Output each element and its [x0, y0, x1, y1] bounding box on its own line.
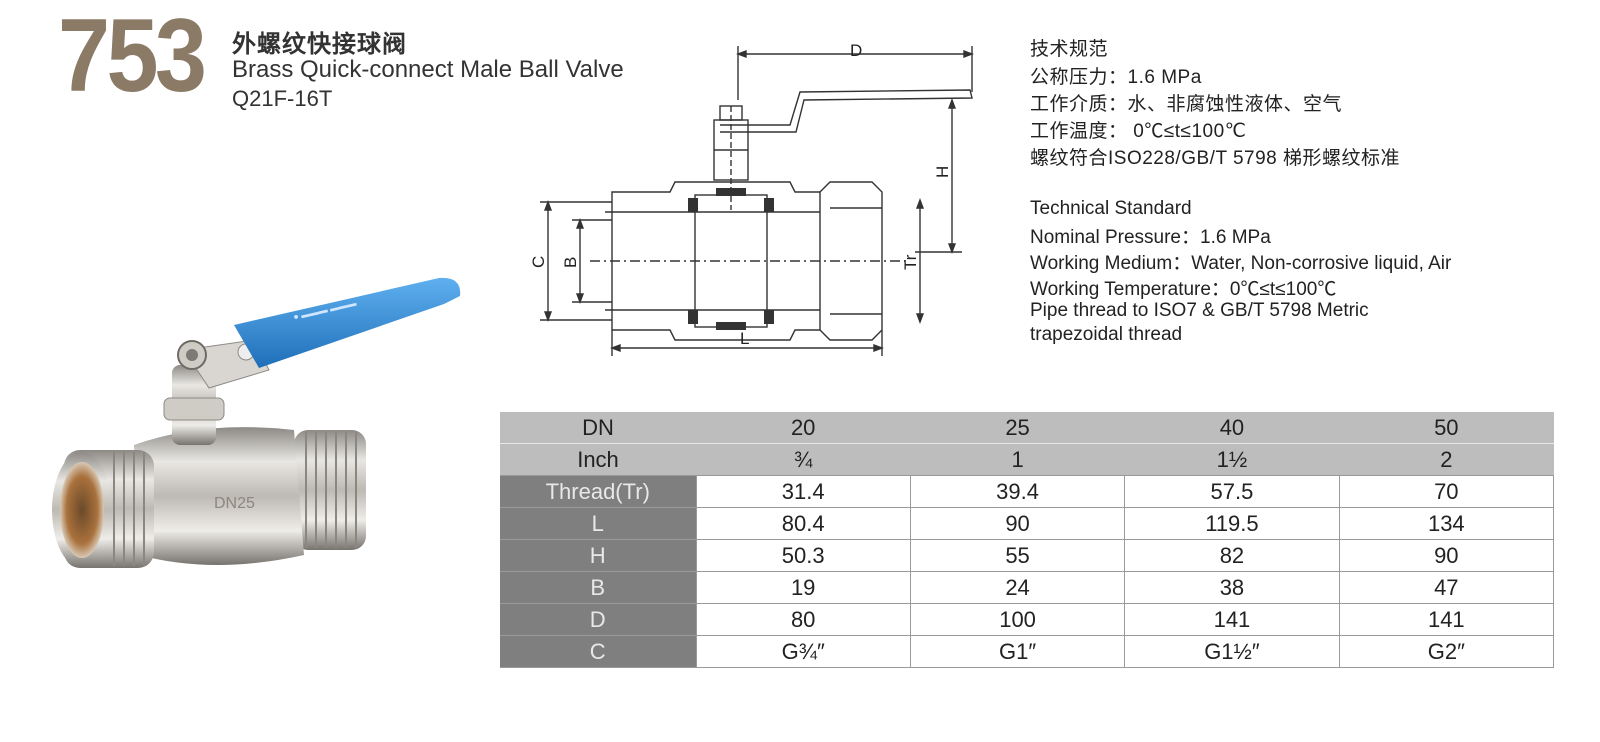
table-cell: 70	[1338, 475, 1555, 508]
table-row: Thread(Tr) 31.4 39.4 57.5 70	[500, 475, 1555, 508]
table-cell: G1½″	[1124, 635, 1340, 668]
table-cell: 39.4	[909, 475, 1125, 508]
thread-end-right	[294, 430, 366, 550]
model-number: 753	[58, 0, 207, 114]
table-cell: 141	[1124, 603, 1340, 636]
row-label: D	[500, 603, 696, 636]
row-label: H	[500, 539, 696, 572]
table-cell: 2	[1339, 443, 1554, 476]
table-cell: 1	[910, 443, 1125, 476]
table-cell: 57.5	[1124, 475, 1340, 508]
table-cell: G1″	[909, 635, 1125, 668]
table-cell: 50	[1339, 412, 1554, 444]
table-cell: 20	[696, 412, 911, 444]
table-cell: 47	[1338, 571, 1555, 604]
table-cell: 90	[1338, 539, 1555, 572]
table-cell: 19	[695, 571, 911, 604]
table-row: H 50.3 55 82 90	[500, 539, 1555, 572]
product-title-en: Brass Quick-connect Male Ball Valve	[232, 56, 624, 83]
table-row: B 19 24 38 47	[500, 571, 1555, 604]
table-cell: 31.4	[695, 475, 911, 508]
row-label: L	[500, 507, 696, 540]
spec-en-line: trapezoidal thread	[1030, 324, 1183, 345]
dim-label-c: C	[529, 256, 548, 268]
specs-en-heading: Technical Standard	[1030, 198, 1192, 219]
dim-label-l: L	[740, 329, 749, 348]
technical-drawing: D H C B Tr L	[529, 41, 974, 356]
spec-en-line: Working Medium：Water, Non-corrosive liqu…	[1030, 253, 1452, 274]
table-row: C G¾″ G1″ G1½″ G2″	[500, 635, 1555, 668]
table-cell: 90	[909, 507, 1125, 540]
table-cell: 50.3	[695, 539, 911, 572]
table-cell: 141	[1338, 603, 1555, 636]
spec-cn-line: 螺纹符合ISO228/GB/T 5798 梯形螺纹标准	[1030, 148, 1401, 169]
row-label: DN	[500, 412, 696, 444]
table-cell: ¾	[696, 443, 911, 476]
row-label: Thread(Tr)	[500, 475, 696, 508]
spec-en-line: Nominal Pressure：1.6 MPa	[1030, 227, 1271, 248]
table-row: L 80.4 90 119.5 134	[500, 507, 1555, 540]
dimension-table: DN 20 25 40 50 Inch ¾ 1 1½ 2 Thread(Tr) …	[500, 412, 1555, 668]
row-label: B	[500, 571, 696, 604]
table-cell: 134	[1338, 507, 1555, 540]
table-cell: G2″	[1338, 635, 1555, 668]
table-cell: 119.5	[1124, 507, 1340, 540]
spec-cn-line: 工作介质：水、非腐蚀性液体、空气	[1030, 94, 1343, 115]
table-cell: 80	[695, 603, 911, 636]
table-header-row: DN 20 25 40 50	[500, 412, 1554, 444]
table-cell: 100	[909, 603, 1125, 636]
spec-en-line: Working Temperature：0℃≤t≤100℃	[1030, 279, 1337, 300]
table-cell: 40	[1124, 412, 1340, 444]
spec-cn-line: 公称压力：1.6 MPa	[1030, 67, 1202, 88]
dim-label-b: B	[561, 257, 580, 268]
dim-label-tr: Tr	[901, 254, 920, 270]
specs-cn-heading: 技术规范	[1030, 39, 1109, 60]
table-cell: 55	[909, 539, 1125, 572]
lever-handle	[234, 277, 461, 368]
dim-label-h: H	[933, 166, 952, 178]
table-cell: 82	[1124, 539, 1340, 572]
model-code: Q21F-16T	[232, 86, 333, 111]
row-label: C	[500, 635, 696, 668]
spec-cn-line: 工作温度： 0℃≤t≤100℃	[1030, 121, 1247, 142]
spec-en-line: Pipe thread to ISO7 & GB/T 5798 Metric	[1030, 300, 1369, 321]
table-header-row: Inch ¾ 1 1½ 2	[500, 443, 1554, 476]
table-cell: 80.4	[695, 507, 911, 540]
table-cell: 1½	[1124, 443, 1340, 476]
table-cell: 38	[1124, 571, 1340, 604]
valve-body	[134, 427, 304, 565]
row-label: Inch	[500, 443, 696, 476]
product-title-cn: 外螺纹快接球阀	[232, 31, 407, 58]
body-marking-text: DN25	[214, 495, 255, 512]
table-row: D 80 100 141 141	[500, 603, 1555, 636]
table-cell: G¾″	[695, 635, 911, 668]
thread-end-left	[52, 450, 154, 568]
table-cell: 25	[910, 412, 1125, 444]
dim-label-d: D	[850, 41, 862, 60]
product-photo: DN25 ● ▬▬▬ ▬▬▬	[52, 277, 461, 568]
table-cell: 24	[909, 571, 1125, 604]
